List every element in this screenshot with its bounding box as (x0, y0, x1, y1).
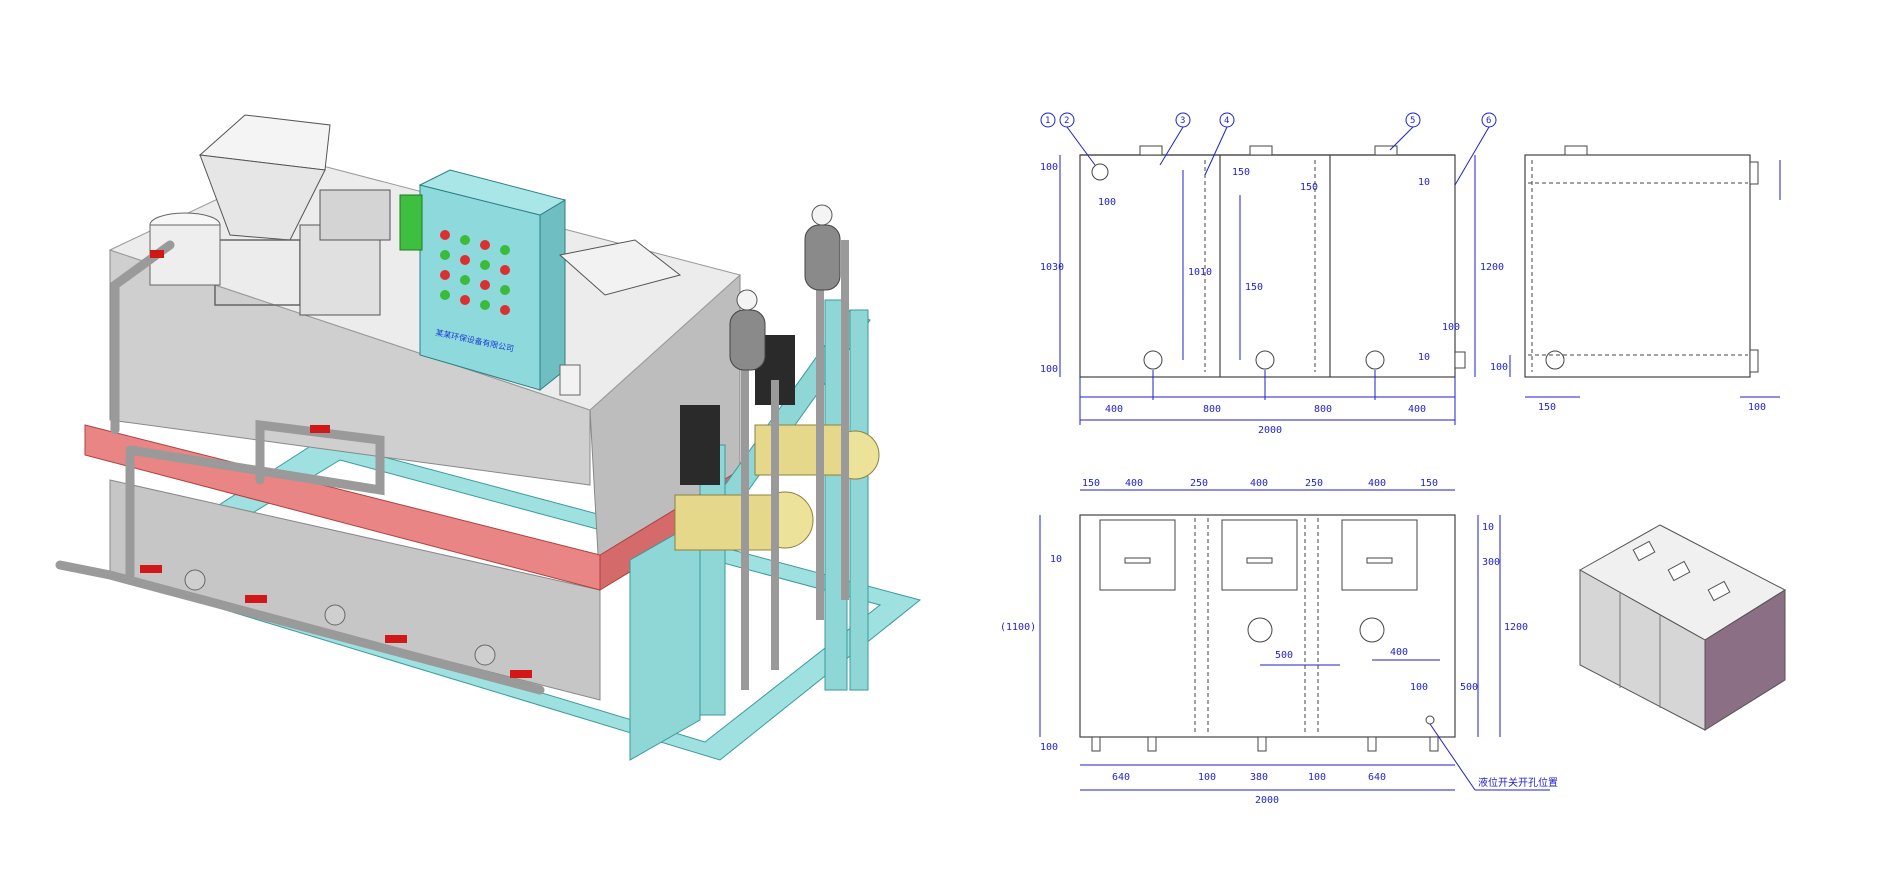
svg-text:2000: 2000 (1255, 795, 1279, 806)
svg-text:100: 100 (1490, 362, 1508, 373)
svg-text:100: 100 (1040, 162, 1058, 173)
top-view: 150 400 250 400 250 400 150 (1100) 10 10… (1000, 478, 1558, 806)
svg-text:10: 10 (1418, 352, 1430, 363)
svg-text:4: 4 (1224, 116, 1229, 126)
side-view: 100 150 100 (1490, 145, 1781, 413)
svg-text:250: 250 (1305, 478, 1323, 489)
control-cabinet-front (419, 184, 541, 391)
svg-text:100: 100 (1442, 322, 1460, 333)
mixer-motor-top (319, 189, 391, 241)
top-view-feet (1091, 736, 1439, 752)
top-fitting (559, 364, 581, 396)
side-view-outline (1524, 154, 1751, 378)
small-isometric (1578, 524, 1787, 731)
svg-text:100: 100 (1040, 364, 1058, 375)
svg-text:400: 400 (1105, 404, 1123, 415)
svg-text:1: 1 (1045, 116, 1050, 126)
svg-text:150: 150 (1232, 167, 1250, 178)
svg-text:640: 640 (1112, 772, 1130, 783)
accumulators (729, 204, 841, 371)
svg-text:640: 640 (1368, 772, 1386, 783)
svg-text:400: 400 (1250, 478, 1268, 489)
svg-text:100: 100 (1198, 772, 1216, 783)
flanges (184, 569, 496, 666)
svg-text:(1100): (1100) (1000, 622, 1036, 633)
tank-lid (558, 239, 682, 296)
svg-text:10: 10 (1482, 522, 1494, 533)
front-view-outline (1079, 154, 1456, 378)
control-cabinet-side (539, 199, 566, 392)
pipework (55, 240, 545, 695)
svg-text:150: 150 (1082, 478, 1100, 489)
svg-text:400: 400 (1368, 478, 1386, 489)
svg-text:1200: 1200 (1504, 622, 1528, 633)
svg-text:3: 3 (1180, 116, 1185, 126)
red-valves (140, 250, 532, 678)
svg-text:6: 6 (1486, 116, 1491, 126)
lid-3 (1341, 519, 1418, 591)
svg-text:100: 100 (1748, 402, 1766, 413)
svg-text:2000: 2000 (1258, 425, 1282, 436)
svg-text:10: 10 (1418, 177, 1430, 188)
svg-text:400: 400 (1390, 647, 1408, 658)
svg-text:1200: 1200 (1480, 262, 1504, 273)
control-buttons (440, 230, 510, 315)
svg-text:150: 150 (1245, 282, 1263, 293)
svg-text:100: 100 (1308, 772, 1326, 783)
svg-text:250: 250 (1190, 478, 1208, 489)
green-motor (399, 194, 423, 251)
svg-text:150: 150 (1538, 402, 1556, 413)
svg-text:100: 100 (1410, 682, 1428, 693)
pump-pipes (741, 240, 849, 690)
svg-text:500: 500 (1275, 650, 1293, 661)
top-view-outline (1079, 514, 1456, 738)
svg-text:100: 100 (1098, 197, 1116, 208)
svg-text:150: 150 (1420, 478, 1438, 489)
svg-text:400: 400 (1125, 478, 1143, 489)
isometric-render: 某某环保设备有限公司 (55, 114, 922, 761)
svg-text:380: 380 (1250, 772, 1268, 783)
svg-text:800: 800 (1203, 404, 1221, 415)
svg-text:1010: 1010 (1188, 267, 1212, 278)
svg-text:2: 2 (1064, 116, 1069, 126)
svg-text:300: 300 (1482, 557, 1500, 568)
front-view: 1 2 3 4 5 6 400 800 800 400 2000 100 103… (1040, 112, 1504, 436)
svg-text:150: 150 (1300, 182, 1318, 193)
lid-2 (1221, 519, 1298, 591)
svg-text:800: 800 (1314, 404, 1332, 415)
control-cabinet-top (418, 169, 567, 216)
svg-text:5: 5 (1410, 116, 1415, 126)
svg-text:500: 500 (1460, 682, 1478, 693)
svg-text:1030: 1030 (1040, 262, 1064, 273)
svg-text:100: 100 (1040, 742, 1058, 753)
lid-1 (1099, 519, 1176, 591)
svg-text:10: 10 (1050, 554, 1062, 565)
level-switch-note: 液位开关开孔位置 (1478, 776, 1558, 789)
svg-text:400: 400 (1408, 404, 1426, 415)
tank-front-lower (109, 479, 601, 701)
front-callouts: 1 2 3 4 5 6 (1040, 112, 1497, 186)
